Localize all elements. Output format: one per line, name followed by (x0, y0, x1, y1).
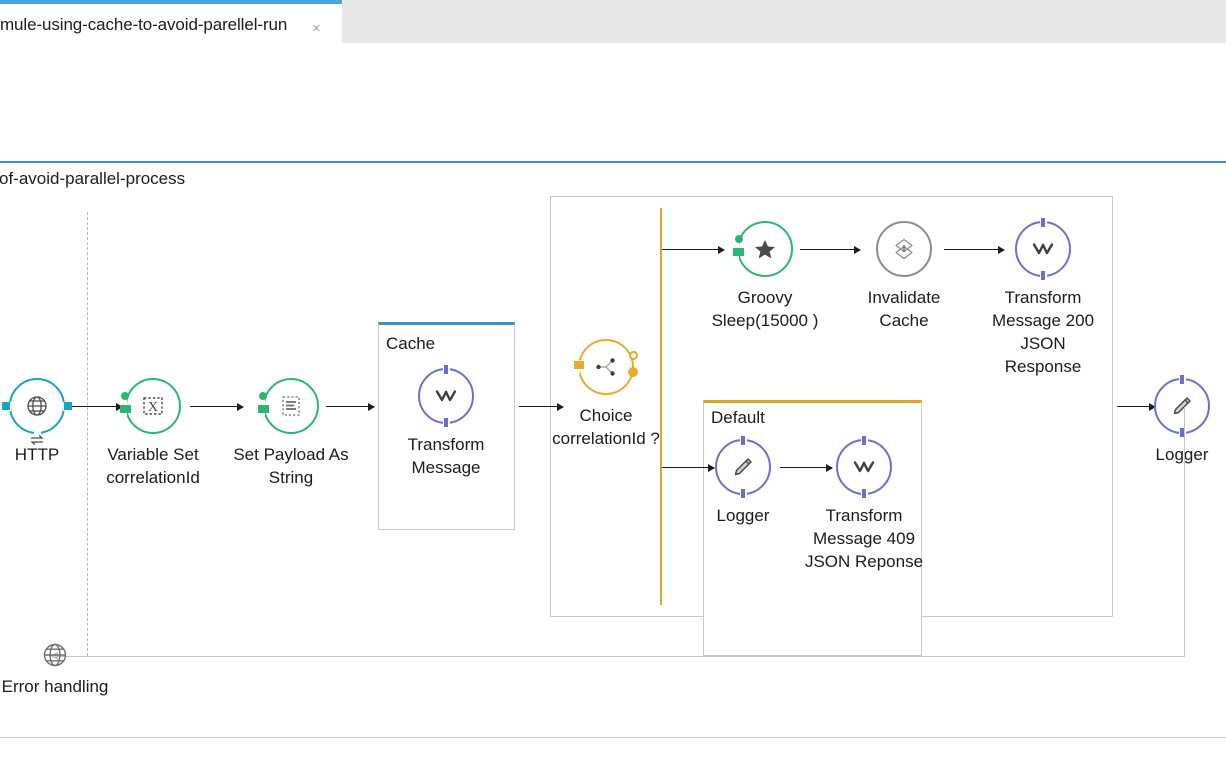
transform-icon (1015, 221, 1071, 277)
canvas-bottom-rule (0, 737, 1226, 738)
choice-icon (578, 339, 634, 395)
tab-label: mule-using-cache-to-avoid-parellel-run (0, 15, 287, 35)
close-icon[interactable]: × (312, 21, 321, 36)
transform-icon (836, 439, 892, 495)
node-logger-default[interactable]: Logger (683, 439, 803, 527)
http-icon-circle (9, 378, 65, 434)
editor-tab-bar: mule-using-cache-to-avoid-parellel-run × (0, 0, 1226, 43)
cache-scope-title: Cache (386, 334, 435, 354)
node-transform-message-200-label: Transform Message 200 JSON Response (983, 286, 1103, 378)
transform-message-200-icon-circle (1015, 221, 1071, 277)
flow-header-rule (0, 161, 1226, 163)
transform-icon (418, 368, 474, 424)
node-http[interactable]: HTTP (0, 378, 97, 466)
default-scope-title: Default (711, 408, 765, 428)
node-invalidate-cache-label: Invalidate Cache (844, 286, 964, 332)
groovy-icon-circle (737, 221, 793, 277)
node-groovy[interactable]: Groovy Sleep(15000 ) (705, 221, 825, 332)
payload-icon (263, 378, 319, 434)
star-icon (737, 221, 793, 277)
globe-icon (41, 641, 69, 669)
node-choice[interactable]: Choice correlationId ? (546, 339, 666, 450)
node-transform-message-cache[interactable]: Transform Message (386, 368, 506, 479)
flow-canvas[interactable]: of-avoid-parallel-process Cache Default (0, 43, 1226, 766)
logger-default-icon-circle (715, 439, 771, 495)
node-transform-message-cache-label: Transform Message (386, 433, 506, 479)
node-error-handling[interactable]: Error handling (0, 641, 115, 698)
node-error-handling-label: Error handling (0, 675, 115, 698)
choice-icon-circle (578, 339, 634, 395)
node-transform-message-409[interactable]: Transform Message 409 JSON Reponse (804, 439, 924, 573)
transform-message-icon-circle (418, 368, 474, 424)
pencil-icon (1154, 378, 1210, 434)
invalidate-cache-icon (876, 221, 932, 277)
variable-set-icon-circle: X (125, 378, 181, 434)
invalidate-cache-icon-circle (876, 221, 932, 277)
error-path-horizontal (57, 656, 1185, 657)
svg-text:X: X (148, 400, 158, 415)
node-invalidate-cache[interactable]: Invalidate Cache (844, 221, 964, 332)
node-set-payload-label: Set Payload As String (231, 443, 351, 489)
node-variable-set-label: Variable Set correlationId (93, 443, 213, 489)
flow-title: of-avoid-parallel-process (0, 169, 185, 189)
node-transform-message-409-label: Transform Message 409 JSON Reponse (804, 504, 924, 573)
node-set-payload[interactable]: Set Payload As String (231, 378, 351, 489)
pencil-icon (715, 439, 771, 495)
globe-icon (9, 378, 65, 434)
node-choice-label: Choice correlationId ? (546, 404, 666, 450)
node-transform-message-200[interactable]: Transform Message 200 JSON Response (983, 221, 1103, 378)
set-payload-icon-circle (263, 378, 319, 434)
node-logger-end-label: Logger (1122, 443, 1226, 466)
logger-end-icon-circle (1154, 378, 1210, 434)
node-logger-end[interactable]: Logger (1122, 378, 1226, 466)
node-variable-set[interactable]: X Variable Set correlationId (93, 378, 213, 489)
variable-icon: X (125, 378, 181, 434)
node-http-label: HTTP (0, 443, 97, 466)
transform-message-409-icon-circle (836, 439, 892, 495)
node-groovy-label: Groovy Sleep(15000 ) (705, 286, 825, 332)
error-path-vertical (1184, 407, 1185, 657)
tab-mule-using-cache-to-avoid-parellel-run[interactable]: mule-using-cache-to-avoid-parellel-run × (0, 0, 342, 43)
node-logger-default-label: Logger (683, 504, 803, 527)
